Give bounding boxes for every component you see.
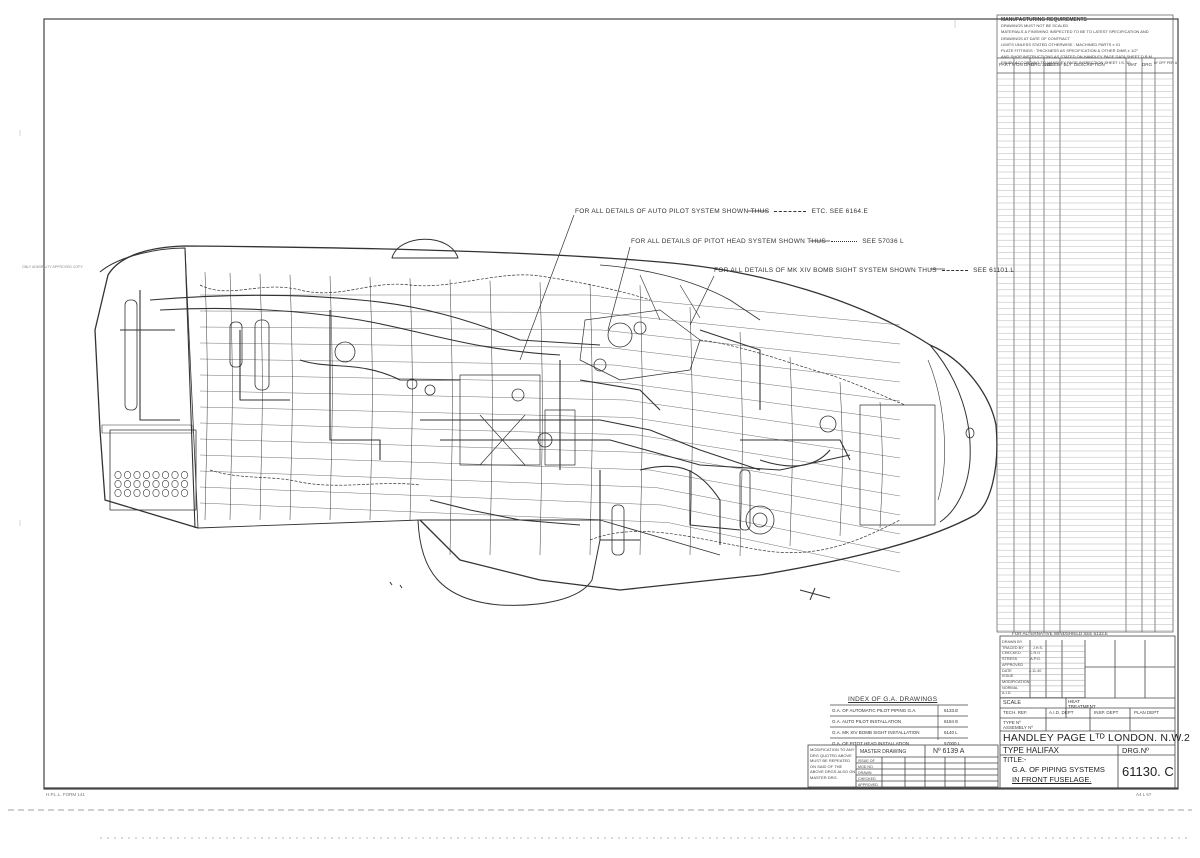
approval-row: STRESS A.P.G. — [1002, 657, 1041, 662]
requirements-block: MANUFACTURING REQUIREMENTS DRAWINGS MUST… — [1001, 17, 1171, 67]
requirements-line: DRAWINGS MUST NOT BE SCALED — [1001, 23, 1069, 29]
alt-windshield-note: FOR ALTERNATIVE WINDSHIELD SEE 6133.E — [1012, 631, 1108, 636]
master-sub-row: ISSUE OF — [858, 759, 875, 763]
approval-table: DRAWN BY TRACED BY J.H.S. CHECKED C.R.G … — [1002, 640, 1043, 697]
drawing-number: 61130. C — [1122, 764, 1174, 779]
callout-auto-pilot-text: FOR ALL DETAILS OF AUTO PILOT SYSTEM SHO… — [575, 208, 770, 215]
master-sub-row: DRAWN — [858, 771, 872, 775]
requirements-title: MANUFACTURING REQUIREMENTS — [1001, 17, 1087, 23]
drg-no-label: DRG.Nº — [1122, 746, 1149, 755]
title-label: TITLE:- — [1003, 757, 1027, 764]
requirements-line: PLATE FITTINGS : THICKNESS AS SPECIFICAT… — [1001, 48, 1139, 54]
callout-pitot-head: FOR ALL DETAILS OF PITOT HEAD SYSTEM SHO… — [631, 238, 904, 245]
requirements-line: FINISH ACCORDING TO HANDLEY PAGE INSPECT… — [1001, 60, 1131, 66]
approval-row: ISSUE — [1002, 674, 1014, 679]
approval-row: APPROVED — [1002, 662, 1024, 667]
approval-row: NORMAL — [1002, 685, 1019, 690]
treatment-col: TECH. REF. — [1003, 710, 1028, 715]
dashed-line-symbol — [774, 210, 807, 212]
requirements-line: DRAWINGS AT DATE OF CONTRACT — [1001, 35, 1070, 41]
approval-row: CHECKED C.R.G — [1002, 651, 1041, 656]
scale-label: SCALE — [1003, 700, 1022, 706]
callout-leaders — [519, 210, 945, 361]
index-row-number: 6133.E — [944, 708, 959, 713]
col-on-drg: ON DRG — [1016, 62, 1034, 67]
callout-pitot-head-ref: SEE 57036 L — [862, 238, 904, 245]
requirements-line: MATERIALS & FINISHING INSPECTED TO BE TO… — [1001, 29, 1149, 35]
callout-pitot-head-text: FOR ALL DETAILS OF PITOT HEAD SYSTEM SHO… — [631, 238, 827, 245]
callout-bomb-sight-ref: SEE 61101.L — [973, 267, 1015, 274]
index-row-number: 57000 L — [944, 741, 961, 746]
type-no-label: TYPE Nº — [1003, 720, 1021, 725]
master-sub-rows: ISSUE OF MOD No. DRAWN CHECKED APPROVED — [858, 758, 878, 788]
master-label: MASTER DRAWING — [860, 749, 907, 755]
dotted-line-symbol — [831, 240, 858, 242]
index-row-label: G.A. OF AUTOMATIC PILOT PIPING G.A. — [832, 708, 917, 713]
master-sub-row: MOD No. — [858, 765, 874, 769]
col-description: DESCRIPTION — [1074, 62, 1105, 67]
heat-treatment-label: HEAT TREATMENT — [1068, 699, 1096, 709]
master-grid — [807, 744, 999, 788]
col-part-no: PART Nº — [999, 62, 1017, 67]
master-note: MODIFICATION TO ANY DRG QUOTED ABOVE MUS… — [810, 747, 856, 780]
requirements-line: LIMITS UNLESS STATED OTHERWISE : MACHINE… — [1001, 41, 1121, 47]
treatment-col: A.I.D. DEPT — [1049, 710, 1074, 715]
approval-row: DATE 4.11.40 — [1002, 668, 1042, 673]
col-mat: MAT — [1128, 62, 1138, 67]
assembly-no-label: ASSEMBLY Nº — [1003, 725, 1033, 730]
margin-marks — [19, 18, 956, 526]
index-grid — [830, 704, 968, 740]
index-row-label: G.A. OF PITOT HEAD INSTALLATION — [832, 741, 910, 746]
requirements-line: AND SHOP INSTRUCTIONS AS STATED ON HANDL… — [1001, 54, 1154, 60]
title-block-grid — [999, 635, 1176, 789]
parts-list-header: PART Nº ON DRG DRG SIZE ASSEM- BLY DESCR… — [997, 58, 1177, 73]
aircraft-type: TYPE HALIFAX — [1003, 746, 1060, 755]
title-line-1: G.A. OF PIPING SYSTEMS — [1012, 765, 1105, 774]
index-row-number: 6140 L — [944, 730, 958, 735]
form-note: H.P.L.L. FORM 141 — [46, 792, 85, 797]
col-drg-size: DRG SIZE — [1031, 62, 1053, 67]
treatment-col: PLAN DEPT — [1134, 710, 1160, 715]
callout-bomb-sight-text: FOR ALL DETAILS OF MK XIV BOMB SIGHT SYS… — [714, 267, 937, 274]
index-row-label: G.A. MK XIV BOMB SIGHT INSTALLATION — [832, 730, 920, 735]
callout-auto-pilot-ref: ETC. SEE 6164.E — [811, 208, 869, 215]
index-title: INDEX OF G.A. DRAWINGS — [848, 696, 938, 703]
title-line-2: IN FRONT FUSELAGE. — [1012, 775, 1092, 784]
approval-row: DRAWN BY — [1002, 640, 1023, 644]
treatment-col: INSP. DEPT — [1094, 710, 1119, 715]
bottom-right-note: A4 L 67 — [1136, 792, 1152, 797]
company-name: HANDLEY PAGE Lᵀᴰ LONDON. N.W.2 — [1003, 732, 1191, 744]
col-assembly: ASSEM- BLY — [1045, 62, 1072, 67]
approval-row: A.I.D. — [1002, 691, 1012, 696]
index-row-label: G.A. AUTO PILOT INSTALLATION — [832, 719, 902, 724]
master-number: Nº 6139 A — [933, 748, 965, 755]
approval-row: TRACED BY J.H.S. — [1002, 645, 1044, 650]
callout-bomb-sight: FOR ALL DETAILS OF MK XIV BOMB SIGHT SYS… — [714, 267, 1014, 274]
index-row-number: 6184 E — [944, 719, 959, 724]
approval-row: MODIFICATION — [1002, 679, 1030, 684]
side-note: ONLY ADMIRALTY APPROVED COPY — [22, 265, 83, 269]
master-sub-row: APPROVED — [858, 783, 878, 787]
front-fuselage-drawing — [94, 238, 998, 606]
callout-auto-pilot: FOR ALL DETAILS OF AUTO PILOT SYSTEM SHO… — [575, 208, 868, 215]
dash-dot-line-symbol — [942, 269, 969, 271]
col-drg: DRG — [1142, 62, 1152, 67]
master-sub-row: CHECKED — [858, 777, 876, 781]
parts-list-grid — [996, 14, 1174, 633]
col-no-off: Nº OFF PER A — [1154, 61, 1178, 65]
